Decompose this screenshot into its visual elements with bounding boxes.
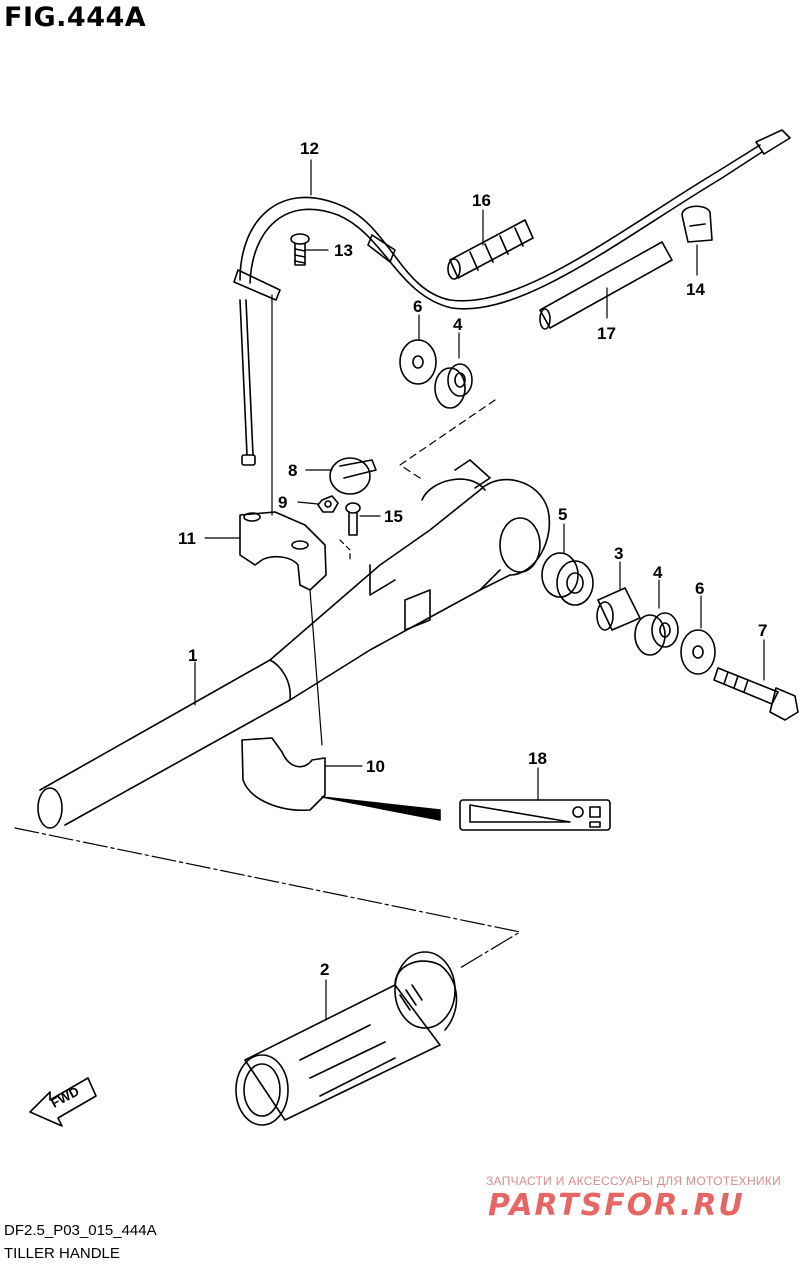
callout-15: 15 <box>384 507 403 526</box>
callout-4a: 4 <box>453 315 463 334</box>
callout-6a: 6 <box>413 297 422 316</box>
part-tiller-handle <box>37 459 551 829</box>
part-clamp <box>681 205 713 243</box>
part-bushing-4-lower <box>634 612 679 656</box>
callout-4b: 4 <box>653 563 663 582</box>
callout-1: 1 <box>188 646 197 665</box>
callout-7: 7 <box>758 621 767 640</box>
part-label-plate <box>459 799 611 831</box>
callout-3: 3 <box>614 544 623 563</box>
part-clamp-lower <box>241 737 326 811</box>
part-tube <box>539 241 673 330</box>
part-knob <box>329 457 377 495</box>
callout-14: 14 <box>686 280 705 299</box>
callout-5: 5 <box>558 505 567 524</box>
callout-6b: 6 <box>695 579 704 598</box>
callout-8: 8 <box>288 461 297 480</box>
part-washer-6-lower <box>680 629 716 675</box>
part-screw-13 <box>290 233 310 266</box>
callout-17: 17 <box>597 324 616 343</box>
figure-code: DF2.5_P03_015_444A <box>4 1222 157 1239</box>
callout-10: 10 <box>366 757 385 776</box>
callout-2: 2 <box>320 960 329 979</box>
callout-12: 12 <box>300 139 319 158</box>
callout-9: 9 <box>278 493 287 512</box>
part-sleeve <box>596 587 641 631</box>
fwd-arrow-icon: FWD <box>29 1077 97 1127</box>
figure-title: FIG.444A <box>4 2 147 33</box>
callout-18: 18 <box>528 749 547 768</box>
part-screw-15 <box>345 502 361 536</box>
watermark-logo: PARTSFOR.RU <box>488 1188 745 1223</box>
part-collar <box>541 552 594 606</box>
figure-name: TILLER HANDLE <box>4 1245 120 1262</box>
part-bolt <box>713 667 799 721</box>
part-spiral-tube <box>447 219 534 280</box>
part-grip <box>235 951 458 1126</box>
callout-11: 11 <box>178 529 196 548</box>
callout-13: 13 <box>334 241 353 260</box>
watermark-tagline: ЗАПЧАСТИ И АКСЕССУАРЫ ДЛЯ МОТОТЕХНИКИ <box>486 1174 782 1188</box>
part-nut <box>317 495 339 513</box>
callout-16: 16 <box>472 191 491 210</box>
part-throttle-cable <box>233 129 791 466</box>
part-clamp-upper <box>239 511 327 591</box>
part-bushing-4-upper <box>434 363 473 409</box>
part-washer-6-upper <box>399 339 437 385</box>
